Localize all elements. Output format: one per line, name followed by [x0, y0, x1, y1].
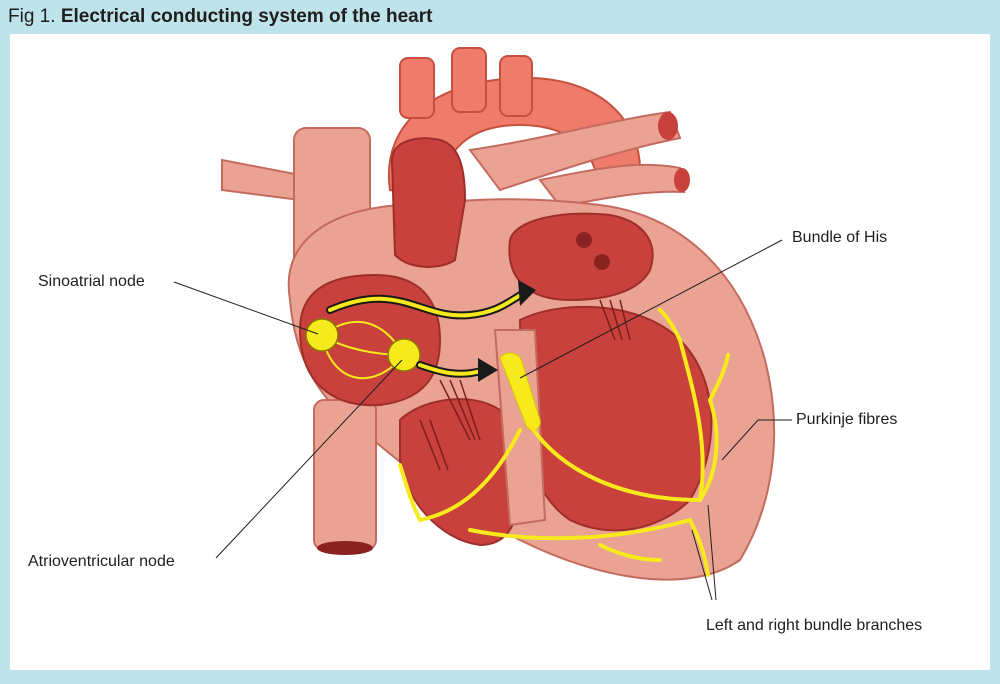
impulse-arrow-ventricular — [416, 358, 498, 382]
leader-sinoatrial — [173, 281, 319, 335]
left-ventricle — [518, 305, 713, 532]
sinoatrial-node — [305, 318, 339, 352]
pulmonary-arteries — [468, 110, 690, 208]
leader-bundle-of-his — [519, 239, 783, 379]
leader-bundle-branches-2 — [707, 504, 717, 601]
aorta-interior — [390, 137, 467, 268]
leader-atrioventricular — [215, 359, 403, 559]
aortic-arch — [387, 47, 642, 202]
septum — [493, 329, 547, 527]
impulse-arrow-atrial — [326, 280, 536, 320]
left-pulmonary-veins — [221, 158, 301, 202]
label-atrioventricular-node: Atrioventricular node — [28, 553, 175, 570]
atrioventricular-node — [387, 338, 421, 372]
valves — [419, 299, 631, 471]
figure-number: Fig 1. — [8, 6, 56, 27]
inferior-vena-cava — [313, 399, 377, 555]
purkinje-fibres — [398, 308, 730, 577]
label-purkinje-fibres: Purkinje fibres — [796, 411, 898, 428]
label-sinoatrial-node: Sinoatrial node — [38, 273, 145, 290]
leader-lines — [173, 239, 792, 601]
leader-bundle-branches-1 — [691, 529, 713, 601]
left-atrium — [508, 212, 654, 302]
label-bundle-branches: Left and right bundle branches — [706, 617, 923, 634]
figure-title: Fig 1. Electrical conducting system of t… — [8, 4, 432, 30]
label-bundle-of-his: Bundle of His — [792, 229, 888, 246]
figure-heading: Electrical conducting system of the hear… — [60, 6, 433, 27]
bundle-of-his — [499, 352, 541, 431]
leader-purkinje — [721, 419, 792, 461]
